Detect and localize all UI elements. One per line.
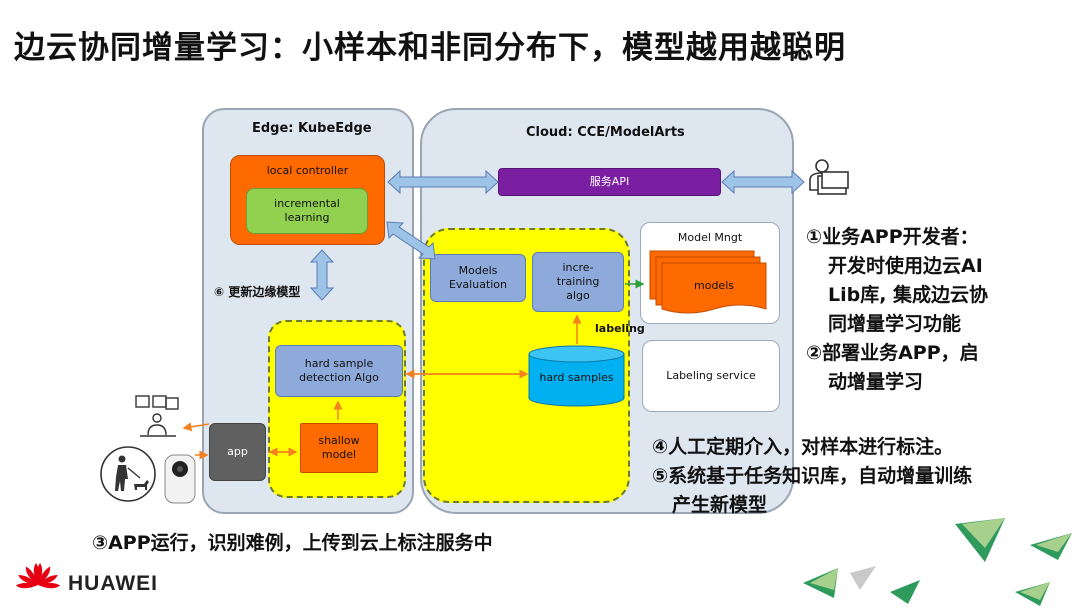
incre-training-label: incre- training algo	[556, 261, 600, 302]
developer-icon	[809, 159, 849, 195]
incremental-learning-box: incremental learning	[246, 188, 368, 234]
local-controller-label: local controller	[266, 164, 349, 177]
models-evaluation-box: Models Evaluation	[430, 254, 526, 302]
arrow-controller-api	[387, 169, 499, 195]
cloud-panel-label: Cloud: CCE/ModelArts	[526, 125, 685, 140]
models-label: models	[694, 279, 734, 293]
models-stack	[649, 250, 767, 314]
huawei-logo-icon	[15, 563, 61, 589]
note-step2-line2: 动增量学习	[828, 371, 924, 393]
app-label: app	[227, 445, 248, 459]
hard-sample-detection-box: hard sample detection Algo	[275, 345, 403, 397]
labeling-service-box: Labeling service	[642, 340, 780, 412]
shallow-model-doc: shallow model	[300, 423, 378, 473]
incre-training-box: incre- training algo	[532, 252, 624, 312]
model-mngt-label: Model Mngt	[677, 231, 743, 244]
incremental-learning-label: incremental learning	[274, 197, 340, 224]
hard-samples-cylinder	[528, 345, 625, 407]
labeling-service-label: Labeling service	[666, 369, 756, 383]
arrow-controller-cloud-region	[386, 221, 436, 260]
edge-panel-label: Edge: KubeEdge	[252, 121, 372, 136]
shallow-model-label: shallow model	[318, 434, 360, 461]
huawei-logo-text: HUAWEI	[68, 572, 158, 595]
arrow-app-to-users	[182, 422, 210, 432]
service-api-label: 服务API	[589, 175, 630, 189]
person-with-dog-icon	[100, 446, 156, 502]
app-box: app	[209, 423, 266, 481]
note-step1-line1: ①业务APP开发者：	[806, 226, 979, 248]
note-step4: ④人工定期介入，对样本进行标注。	[652, 436, 954, 458]
note-step1-line3: Lib库, 集成边云协	[828, 284, 989, 306]
note-step1-line4: 同增量学习功能	[828, 313, 962, 335]
camera-icon	[164, 454, 196, 504]
arrow-api-developer	[721, 169, 805, 195]
labeling-tag: labeling	[595, 322, 645, 335]
note-step5-line1: ⑤系统基于任务知识库，自动增量训练	[652, 465, 973, 487]
models-evaluation-label: Models Evaluation	[448, 264, 508, 291]
hard-sample-detection-label: hard sample detection Algo	[299, 357, 379, 384]
note-step1-line2: 开发时使用边云AI	[828, 255, 983, 277]
users-monitor-icon	[135, 395, 179, 437]
service-api-bar: 服务API	[498, 168, 721, 196]
note-step3: ③APP运行，识别难例，上传到云上标注服务中	[92, 532, 493, 554]
hard-samples-label: hard samples	[539, 371, 614, 385]
update-edge-model-label: ⑥ 更新边缘模型	[214, 285, 301, 299]
page-title: 边云协同增量学习：小样本和非同分布下，模型越用越聪明	[14, 30, 846, 66]
decorative-triangles	[803, 518, 1072, 606]
arrow-controller-edge-region	[309, 249, 335, 301]
note-step5-line2: 产生新模型	[672, 494, 768, 516]
note-step2-line1: ②部署业务APP，启	[806, 342, 979, 364]
